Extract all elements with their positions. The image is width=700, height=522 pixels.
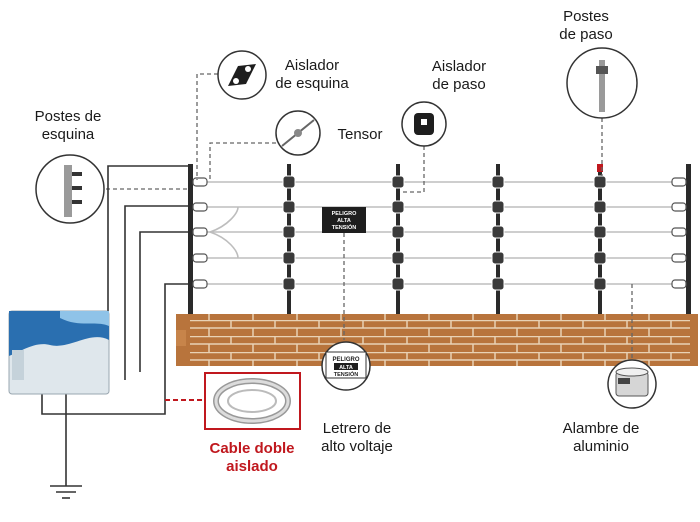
fence-posts	[188, 164, 691, 314]
label-cable: Cable doble aislado	[209, 440, 295, 475]
fence-sign-line2: ALTA	[337, 218, 351, 224]
corner-post-right	[686, 164, 691, 314]
pass-post-2	[396, 164, 400, 314]
pass-post-1	[287, 164, 291, 314]
tensor-icon	[275, 110, 321, 156]
fence-wires	[192, 181, 690, 285]
label-alambre: Alambre de aluminio	[562, 420, 640, 455]
corner-insulator-icon	[217, 50, 267, 100]
label-aislador-paso: Aislador de paso	[431, 58, 487, 93]
corner-post-left	[188, 164, 193, 314]
label-postes-esquina: Postes de esquina	[34, 108, 102, 143]
cable-coil-icon	[204, 372, 301, 430]
label-letrero: Letrero de alto voltaje	[321, 420, 393, 455]
corner-post-icon	[35, 154, 105, 224]
pass-post-4	[598, 164, 602, 314]
brick-wall	[176, 314, 698, 366]
pass-insulators	[282, 175, 607, 291]
label-postes-paso: Postes de paso	[559, 8, 613, 43]
pass-post-icon	[566, 47, 638, 119]
pass-insulator-icon	[401, 101, 447, 147]
callout-leaders	[106, 73, 633, 360]
fence-warning-sign: PELIGRO ALTA TENSIÓN	[322, 207, 366, 233]
corner-insulators	[192, 177, 687, 289]
aluminum-wire-icon	[607, 359, 657, 409]
label-tensor: Tensor	[337, 126, 383, 143]
callout-sign-line2: ALTA	[339, 365, 353, 371]
fence-sign-line1: PELIGRO	[332, 211, 357, 217]
callout-sign-line3: TENSIÓN	[334, 370, 358, 378]
energizer-icon	[8, 310, 110, 395]
label-aislador-esquina: Aislador de esquina	[275, 57, 349, 92]
callout-sign-line1: PELIGRO	[332, 357, 359, 363]
warning-sign-icon: PELIGRO ALTA TENSIÓN	[321, 341, 371, 391]
fence-sign-line3: TENSIÓN	[332, 223, 356, 231]
pass-post-3	[496, 164, 500, 314]
